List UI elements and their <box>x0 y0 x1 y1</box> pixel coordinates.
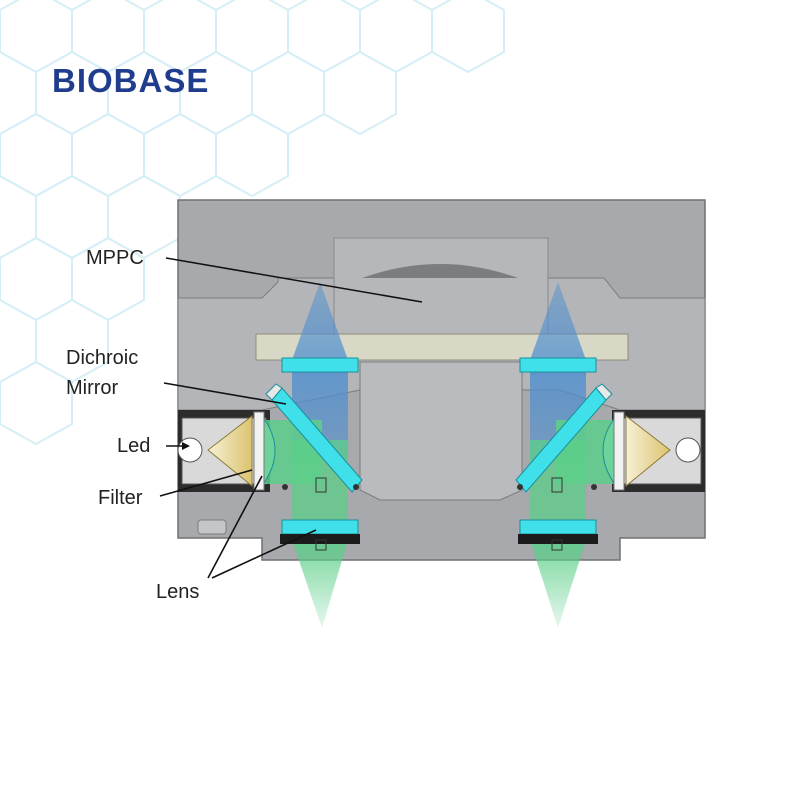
excitation-path-right <box>530 420 616 628</box>
label-led: Led <box>117 435 151 457</box>
dichroic-mirrors <box>265 383 613 493</box>
lens-elements <box>280 357 598 544</box>
led-right <box>625 414 701 488</box>
filters <box>253 411 625 491</box>
brand-logo: BIOBASE <box>52 62 210 99</box>
led-arrow-icon <box>182 442 190 450</box>
bolts <box>282 477 597 551</box>
emission-cone-left <box>292 282 348 360</box>
label-filter: Filter <box>98 487 143 509</box>
housing <box>177 199 706 561</box>
leader-lines <box>159 257 423 579</box>
label-mppc: MPPC <box>86 247 144 269</box>
label-mirror: Mirror <box>66 377 119 399</box>
label-dichroic: Dichroic <box>66 347 139 369</box>
label-lens: Lens <box>156 581 200 603</box>
emission-cone-right <box>530 282 586 360</box>
hexagon-pattern <box>0 0 505 446</box>
